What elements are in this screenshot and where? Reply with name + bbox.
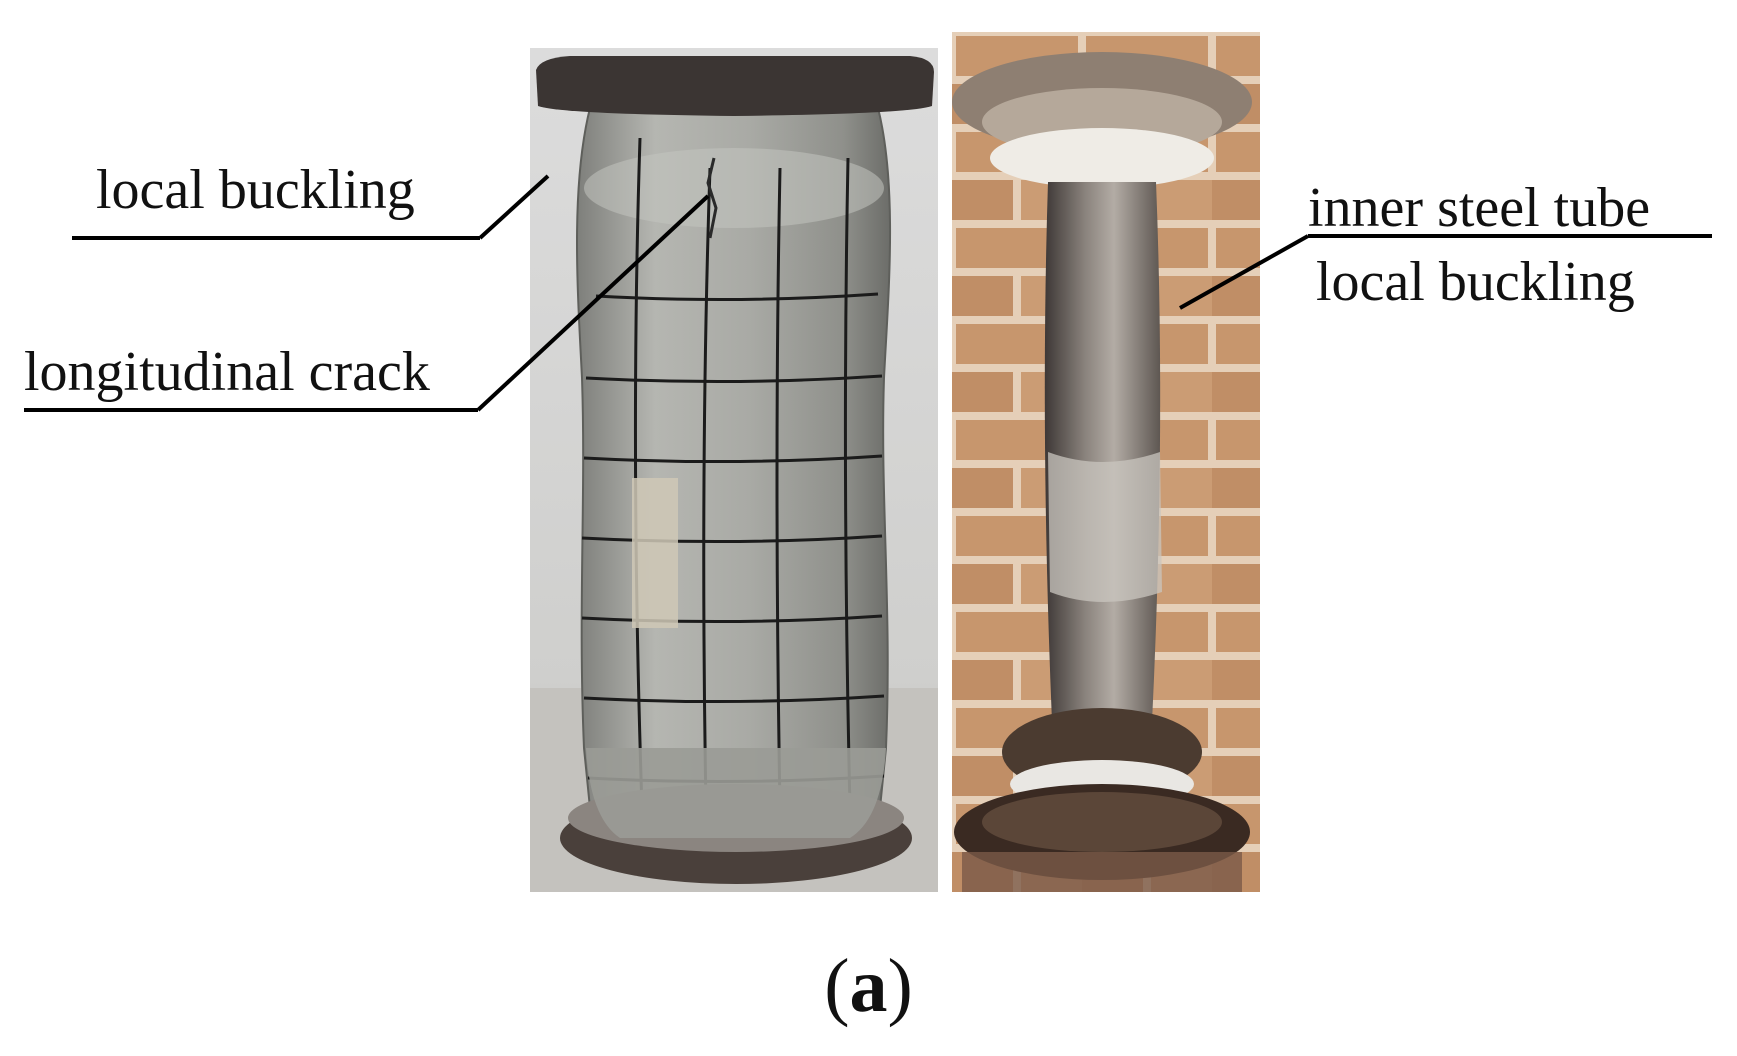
inner-steel-tube-label: inner steel tube [1308,177,1651,239]
top-end-plate [536,56,934,116]
caption-close: ) [887,944,913,1028]
inner-tube-photo [952,32,1260,892]
figure-caption: (a) [0,948,1737,1024]
inner-local-buckling-label: local buckling [1316,251,1635,313]
grid-lines [581,137,885,809]
inner-tube-illustration [952,32,1260,892]
longitudinal-crack-label: longitudinal crack [24,341,430,403]
outer-tube-photo [530,48,938,892]
caption-open: ( [824,944,850,1028]
caption-letter: a [849,944,888,1028]
outer-tube-illustration [530,48,938,892]
inner-steel-tube [1044,182,1161,722]
longitudinal-crack-mark [706,157,718,239]
local-buckling-label: local buckling [96,159,415,221]
